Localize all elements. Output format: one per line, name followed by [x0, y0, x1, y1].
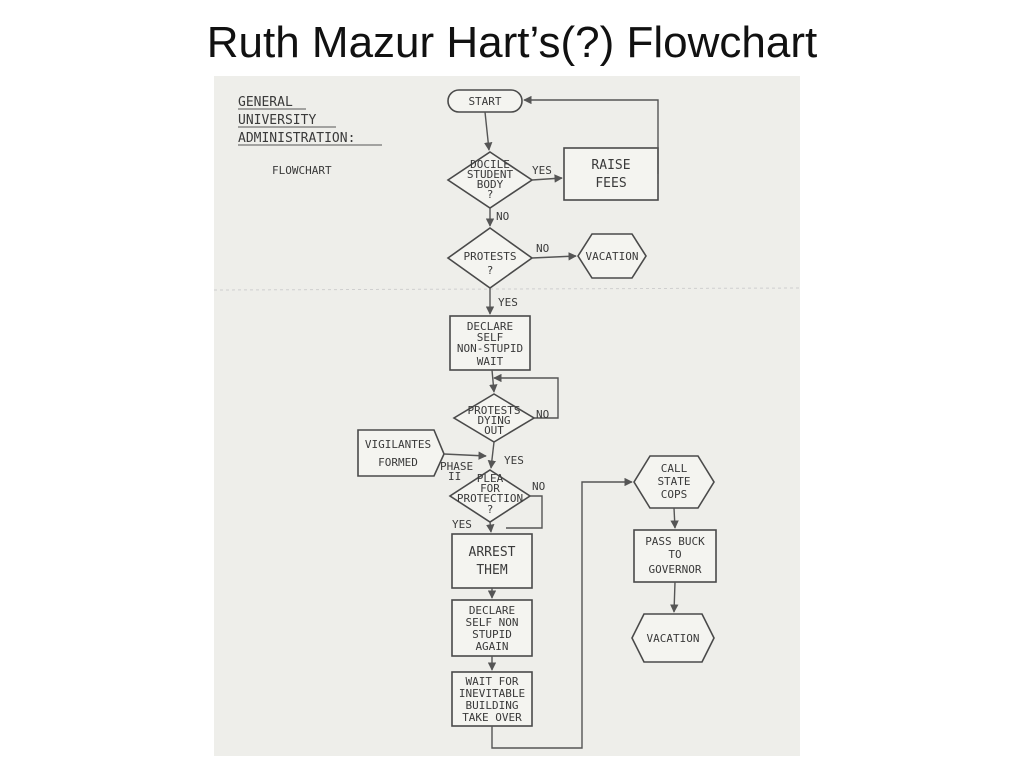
- node-declare-self-non-stupid: DECLARE SELF NON-STUPID WAIT: [449, 315, 531, 371]
- svg-text:PROTECTION: PROTECTION: [457, 492, 523, 505]
- svg-text:WAIT: WAIT: [477, 355, 504, 368]
- node-wait-takeover: WAIT FOR INEVITABLE BUILDING TAKE OVER: [451, 671, 533, 727]
- label-no-docile: NO: [496, 210, 509, 223]
- svg-text:STATE: STATE: [657, 475, 690, 488]
- label-phase-ii: II: [448, 470, 461, 483]
- svg-text:TAKE OVER: TAKE OVER: [462, 711, 522, 724]
- svg-text:START: START: [468, 95, 501, 108]
- label-no-plea: NO: [532, 480, 545, 493]
- label-yes-protests: YES: [498, 296, 518, 309]
- svg-text:SELF NON: SELF NON: [466, 616, 519, 629]
- edge-labels: YES NO NO YES NO YES NO YES PHASE II: [440, 164, 552, 531]
- node-plea-for-protection: PLEA FOR PROTECTION ?: [448, 469, 532, 523]
- node-docile-student-body: DOCILE STUDENT BODY ?: [446, 151, 534, 209]
- svg-text:STUDENT: STUDENT: [467, 168, 514, 181]
- svg-text:DECLARE: DECLARE: [469, 604, 515, 617]
- flowchart-scan: GENERAL UNIVERSITY ADMINISTRATION: FLOWC…: [214, 76, 800, 756]
- header-line-2: UNIVERSITY: [238, 113, 316, 128]
- svg-text:BODY: BODY: [477, 178, 504, 191]
- svg-text:OUT: OUT: [484, 424, 504, 437]
- svg-text:INEVITABLE: INEVITABLE: [459, 687, 525, 700]
- svg-text:?: ?: [487, 503, 494, 516]
- node-arrest-them: ARREST THEM: [451, 533, 533, 589]
- header-line-3: ADMINISTRATION:: [238, 131, 355, 146]
- node-pass-buck: PASS BUCK TO GOVERNOR: [633, 529, 717, 583]
- node-declare-again: DECLARE SELF NON STUPID AGAIN: [451, 599, 533, 657]
- label-no-dying-out: NO: [536, 408, 549, 421]
- node-vacation-2: VACATION: [631, 613, 715, 663]
- svg-text:FEES: FEES: [595, 176, 626, 191]
- svg-text:ARREST: ARREST: [469, 545, 516, 560]
- node-call-state-cops: CALL STATE COPS: [633, 455, 715, 509]
- svg-text:VACATION: VACATION: [586, 250, 639, 263]
- node-protests-dying-out: PROTESTS DYING OUT: [452, 393, 536, 443]
- label-yes-plea: YES: [452, 518, 472, 531]
- svg-text:AGAIN: AGAIN: [475, 640, 508, 653]
- svg-text:VIGILANTES: VIGILANTES: [365, 438, 431, 451]
- svg-text:PROTESTS: PROTESTS: [468, 404, 521, 417]
- diagram-header: GENERAL UNIVERSITY ADMINISTRATION: FLOWC…: [238, 95, 382, 177]
- svg-text:PROTESTS: PROTESTS: [464, 250, 517, 263]
- node-start: START: [447, 89, 523, 113]
- svg-text:DYING: DYING: [477, 414, 510, 427]
- svg-text:DOCILE: DOCILE: [470, 158, 510, 171]
- svg-text:THEM: THEM: [476, 563, 507, 578]
- node-protests: PROTESTS ?: [446, 227, 534, 289]
- svg-text:?: ?: [487, 264, 494, 277]
- svg-text:COPS: COPS: [661, 488, 688, 501]
- node-raise-fees: RAISE FEES: [563, 147, 659, 201]
- label-phase: PHASE: [440, 460, 473, 473]
- svg-text:VACATION: VACATION: [647, 632, 700, 645]
- connectors: [443, 95, 679, 749]
- header-line-1: GENERAL: [238, 95, 293, 110]
- svg-text:FORMED: FORMED: [378, 456, 418, 469]
- slide-title: Ruth Mazur Hart’s(?) Flowchart: [206, 18, 818, 67]
- svg-text:GOVERNOR: GOVERNOR: [649, 563, 702, 576]
- svg-text:STUPID: STUPID: [472, 628, 512, 641]
- svg-text:CALL: CALL: [661, 462, 688, 475]
- node-vigilantes-formed: VIGILANTES FORMED: [357, 429, 445, 477]
- svg-text:NON-STUPID: NON-STUPID: [457, 342, 523, 355]
- svg-text:BUILDING: BUILDING: [466, 699, 519, 712]
- node-vacation-1: VACATION: [577, 233, 647, 279]
- header-subtitle: FLOWCHART: [272, 164, 332, 177]
- svg-text:PLEA: PLEA: [477, 472, 504, 485]
- svg-text:WAIT FOR: WAIT FOR: [466, 675, 519, 688]
- label-no-protests: NO: [536, 242, 549, 255]
- svg-text:?: ?: [487, 188, 494, 201]
- svg-text:RAISE: RAISE: [591, 158, 630, 173]
- flowchart-diagram: GENERAL UNIVERSITY ADMINISTRATION: FLOWC…: [214, 89, 800, 749]
- svg-text:DECLARE: DECLARE: [467, 320, 513, 333]
- label-yes-docile: YES: [532, 164, 552, 177]
- svg-text:SELF: SELF: [477, 331, 504, 344]
- label-yes-dying-out: YES: [504, 454, 524, 467]
- fold-line: [214, 287, 800, 291]
- svg-text:TO: TO: [668, 548, 681, 561]
- svg-text:PASS BUCK: PASS BUCK: [645, 535, 705, 548]
- svg-text:FOR: FOR: [480, 482, 500, 495]
